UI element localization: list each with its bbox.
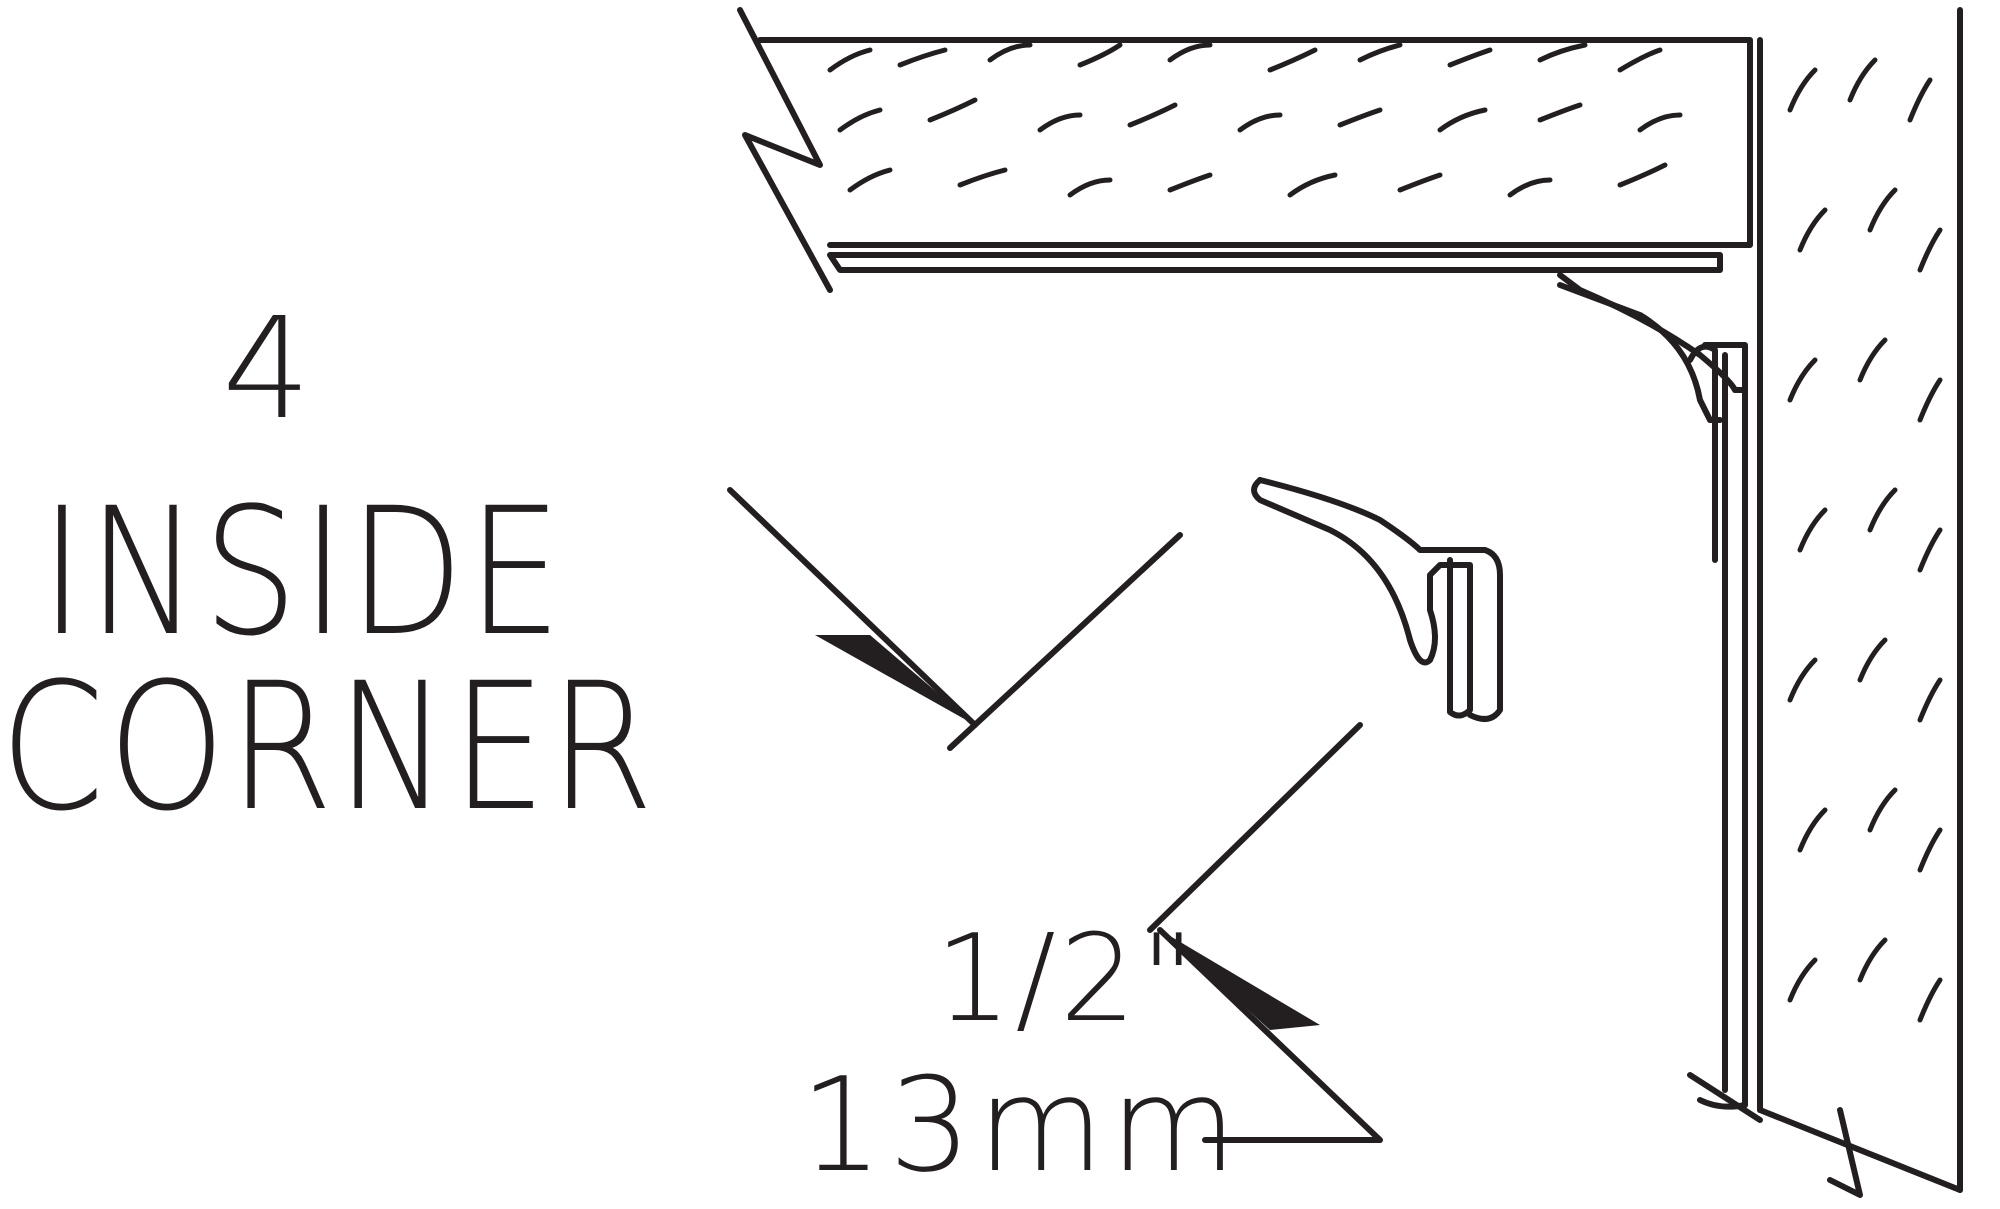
wall-panel (1687, 7, 1963, 1198)
item-number: 4 (222, 288, 316, 451)
loose-trim-profile (1251, 477, 1503, 722)
dimension-metric: 13mm (800, 1049, 1243, 1201)
title-line-2: CORNER (0, 645, 657, 850)
arrowheads (815, 635, 1320, 1030)
texture-marks (827, 42, 1943, 1023)
ceiling-panel (737, 7, 1753, 293)
title-line-1: INSIDE (40, 470, 566, 675)
dimension-arrow-bottom (1147, 722, 1383, 1143)
dimension-imperial: 1/2" (935, 910, 1200, 1049)
dimension-arrow-top (727, 487, 1183, 751)
installed-trim-profile (1557, 272, 1748, 1110)
